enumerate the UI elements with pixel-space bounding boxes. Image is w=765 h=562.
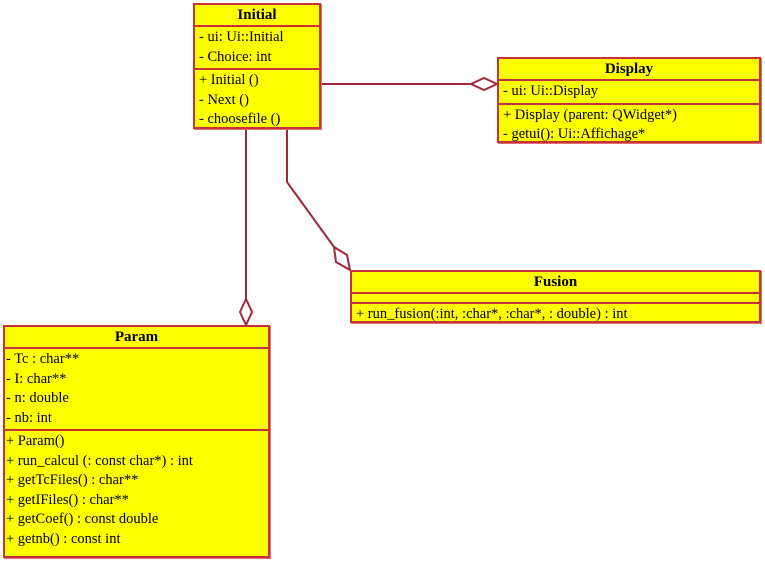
attribute: - Tc : char** xyxy=(6,351,80,367)
class-param: Param - Tc : char** - I: char** - n: dou… xyxy=(3,325,270,558)
class-name: Param xyxy=(5,327,268,349)
aggregation-initial-display xyxy=(320,76,500,92)
operation: + getTcFiles() : char** xyxy=(6,472,139,488)
attributes: - ui: Ui::Initial - Choice: int xyxy=(195,27,319,70)
operation: + getCoef() : const double xyxy=(6,511,159,527)
attribute: - Choice: int xyxy=(199,48,272,65)
operation: + getIFiles() : char** xyxy=(6,491,129,508)
operation: + run_fusion(:int, :char*, :char*, : dou… xyxy=(356,306,628,322)
class-name: Fusion xyxy=(352,272,759,294)
attributes: - Tc : char** - I: char** - n: double - … xyxy=(5,349,268,431)
class-fusion: Fusion + run_fusion(:int, :char*, :char*… xyxy=(350,270,761,323)
link-line xyxy=(286,128,335,248)
class-name: Initial xyxy=(195,5,319,27)
class-initial: Initial - ui: Ui::Initial - Choice: int … xyxy=(193,3,321,129)
aggregation-diamond-icon xyxy=(238,296,254,328)
operation: + getnb() : const int xyxy=(6,530,121,547)
operation: + Display (parent: QWidget*) xyxy=(503,106,677,123)
aggregation-diamond-icon xyxy=(468,76,500,92)
aggregation-diamond-icon xyxy=(332,245,352,272)
attribute: - I: char** xyxy=(6,370,67,387)
class-name: Display xyxy=(499,59,759,81)
operation: + run_calcul (: const char*) : int xyxy=(6,452,193,469)
attribute: - n: double xyxy=(6,390,69,406)
aggregation-initial-fusion xyxy=(286,128,352,272)
operation: - getui(): Ui::Affichage* xyxy=(503,126,646,142)
operations: + Display (parent: QWidget*) - getui(): … xyxy=(499,105,759,146)
attributes xyxy=(352,294,759,304)
operation: - Next () xyxy=(199,91,249,108)
operation: - choosefile () xyxy=(199,111,281,127)
class-display: Display - ui: Ui::Display + Display (par… xyxy=(497,57,761,143)
attribute: - nb: int xyxy=(6,409,52,426)
operation: + Param() xyxy=(6,433,65,449)
operations: + Initial () - Next () - choosefile () xyxy=(195,70,319,131)
operations: + Param() + run_calcul (: const char*) :… xyxy=(5,431,268,550)
attributes: - ui: Ui::Display xyxy=(499,81,759,105)
attribute: - ui: Ui::Display xyxy=(503,83,599,99)
attribute: - ui: Ui::Initial xyxy=(199,29,284,45)
operation: + Initial () xyxy=(199,72,259,88)
aggregation-initial-param xyxy=(238,128,254,328)
operations: + run_fusion(:int, :char*, :char*, : dou… xyxy=(352,304,759,326)
